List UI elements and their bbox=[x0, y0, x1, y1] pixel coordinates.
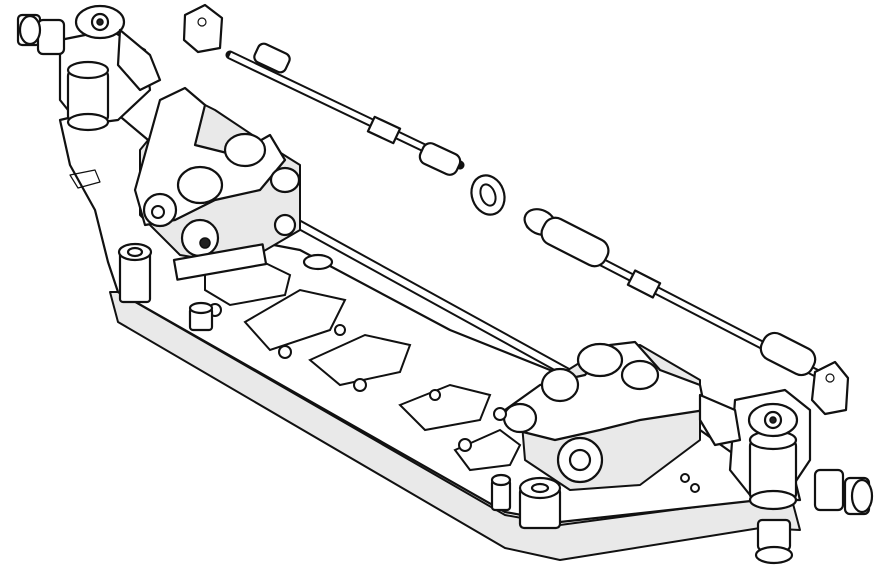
ball-cup-lower bbox=[810, 360, 850, 416]
chassis-cutout-5 bbox=[453, 428, 522, 472]
right-hub-nut bbox=[813, 468, 874, 516]
steering-rod-lower bbox=[523, 208, 850, 416]
chassis-cutout-2 bbox=[243, 288, 347, 352]
steering-rod-upper bbox=[182, 3, 506, 216]
left-bellcrank bbox=[133, 86, 301, 281]
chassis-cutout-4 bbox=[398, 383, 492, 432]
left-steering-knuckle bbox=[16, 4, 162, 189]
ball-cup-upper bbox=[182, 3, 224, 54]
chassis-posts bbox=[117, 242, 562, 530]
left-hub-nut bbox=[16, 13, 66, 56]
chassis-cutout-3 bbox=[308, 333, 412, 387]
right-bellcrank bbox=[493, 340, 707, 491]
right-steering-knuckle bbox=[698, 388, 874, 565]
